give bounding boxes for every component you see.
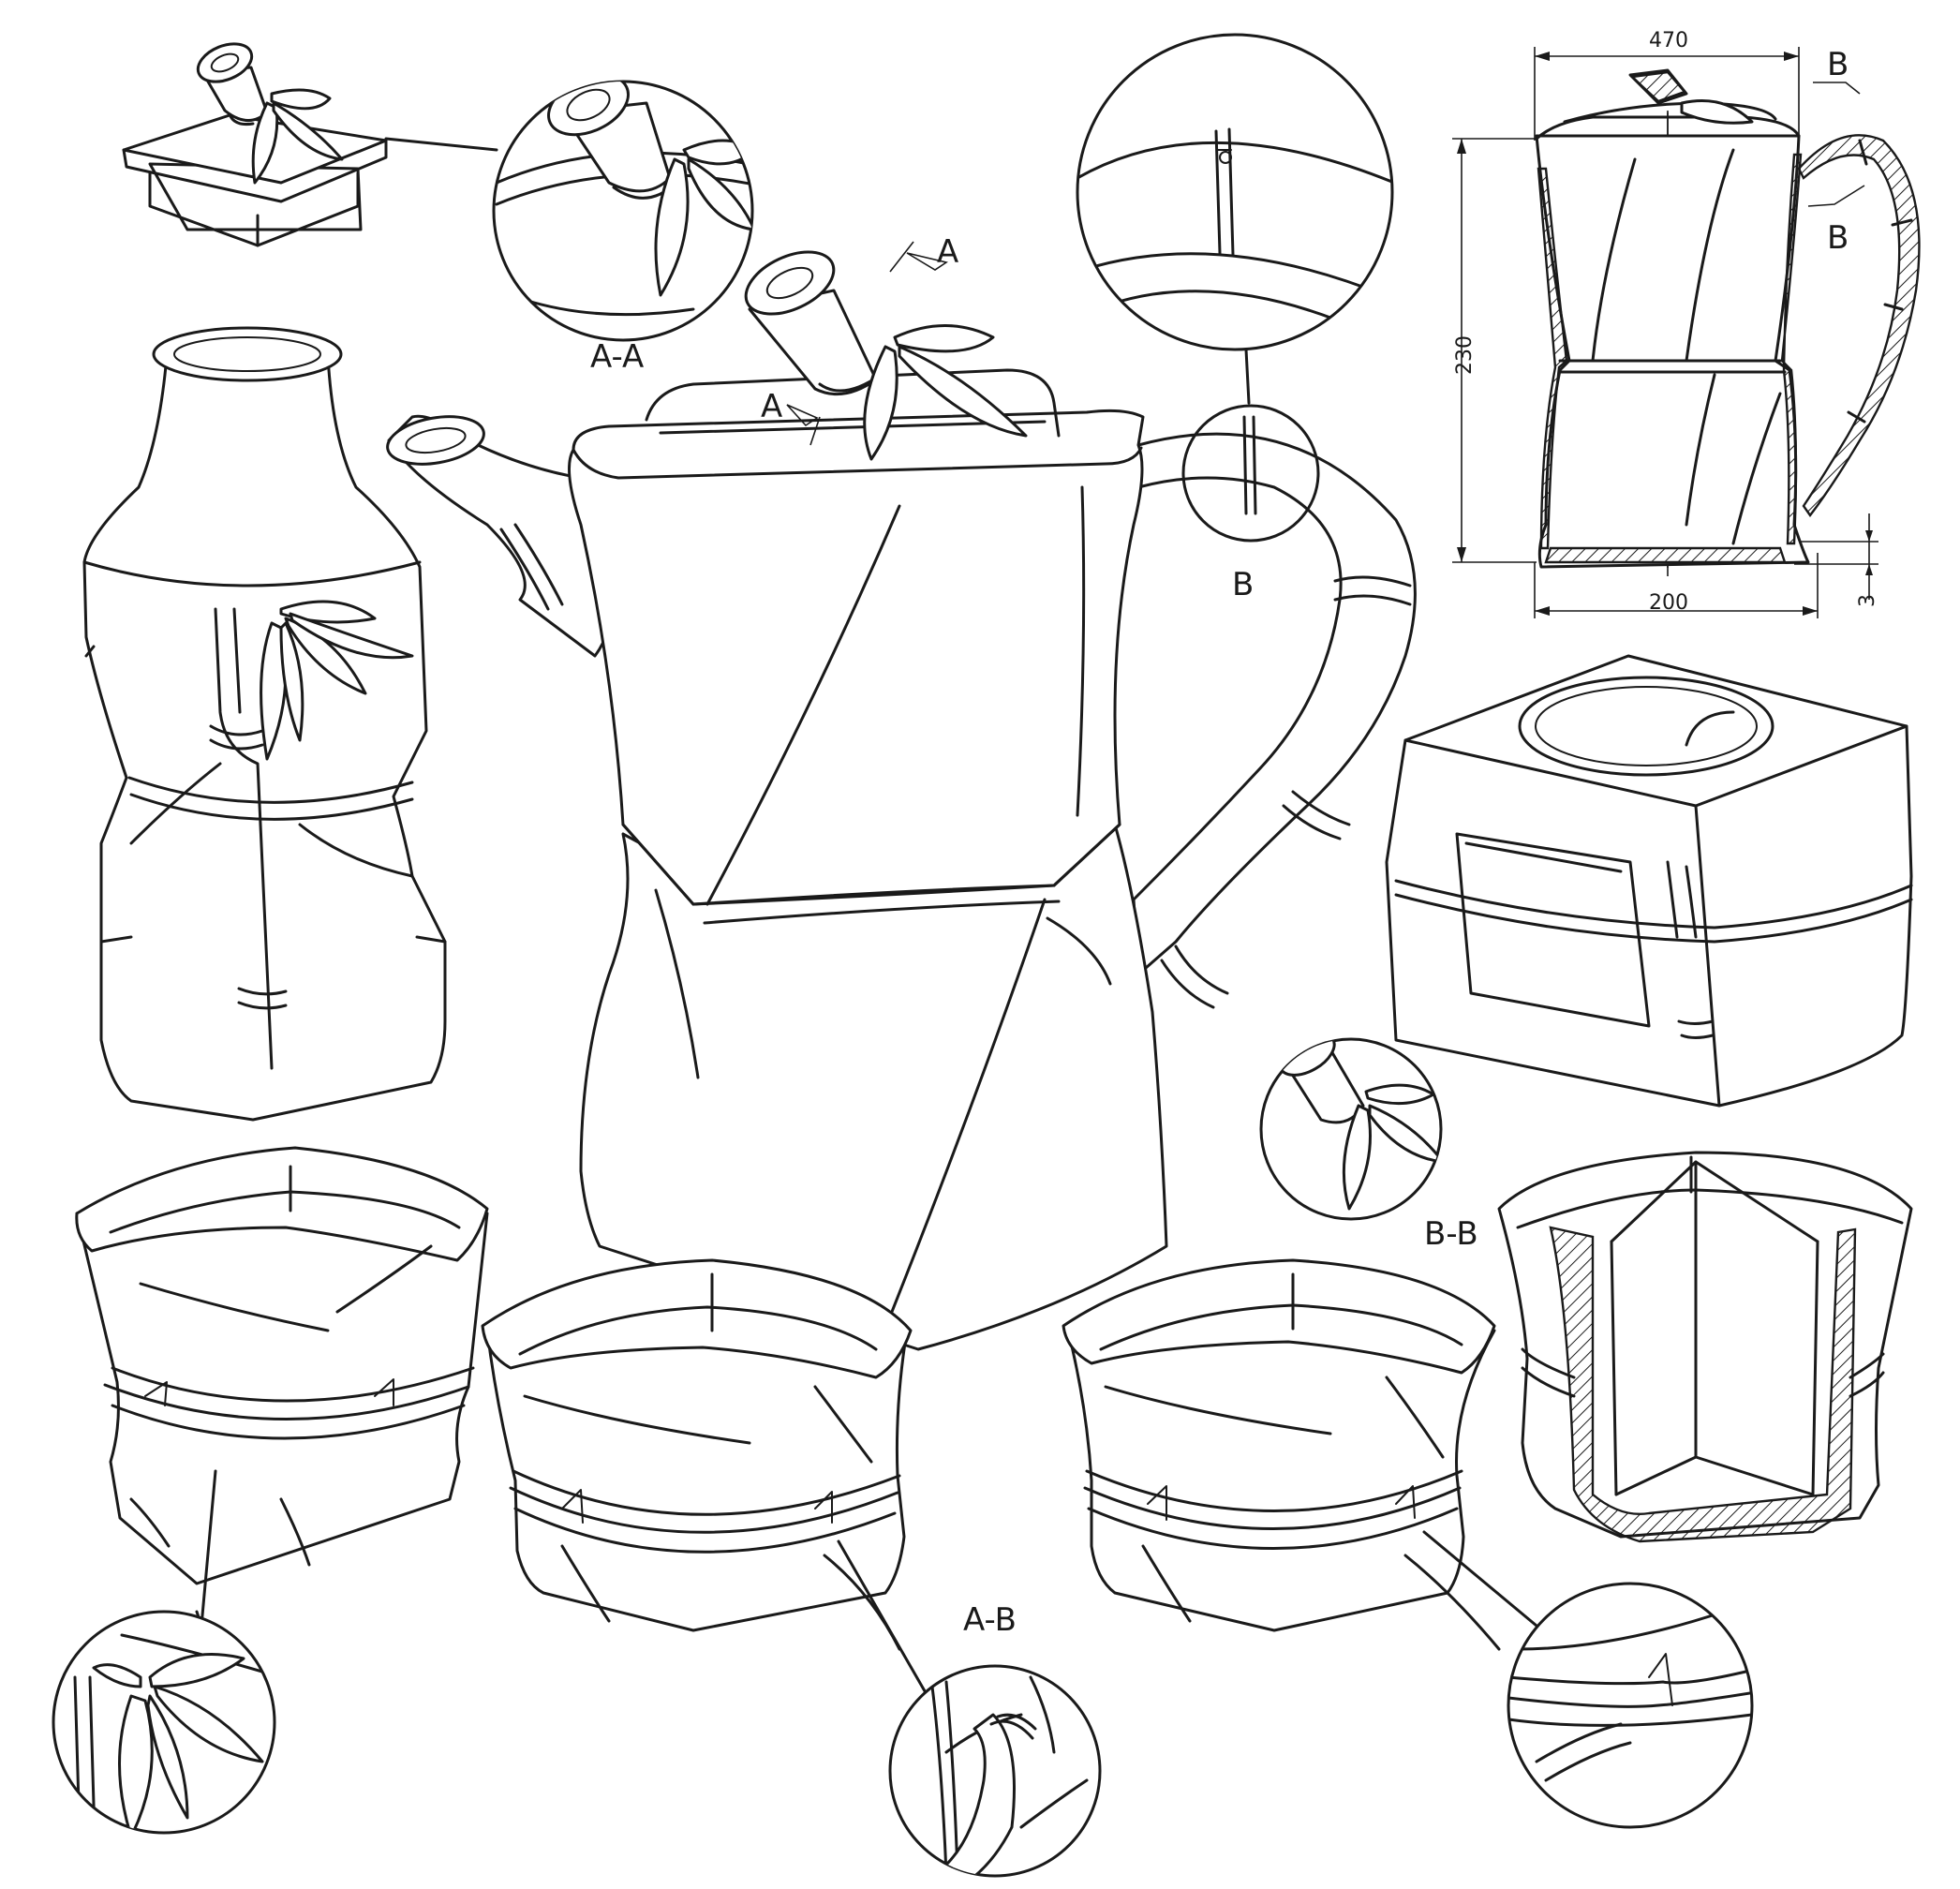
cup-2-illustration	[481, 1258, 913, 1651]
leader-line-joint	[1244, 348, 1251, 405]
cut-mark-a-upper	[889, 241, 914, 273]
section-drawing: 470 230 200 3	[1452, 29, 1921, 618]
cup-4-section-illustration	[1497, 1151, 1913, 1543]
label-section-ab: A-B	[963, 1601, 1017, 1639]
dim-height: 230	[1453, 335, 1477, 375]
detail-circle-b	[1181, 404, 1320, 543]
label-section-bb: B-B	[1424, 1215, 1478, 1253]
dim-width-bottom: 200	[1649, 591, 1688, 615]
label-cut-a-lower: A	[761, 388, 782, 425]
lid-illustration	[122, 42, 388, 247]
dim-base-thickness: 3	[1856, 594, 1879, 607]
leader-line-lid	[384, 137, 498, 152]
cup-1-illustration	[75, 1146, 489, 1628]
cup-3-illustration	[1062, 1258, 1501, 1651]
detail-circle-leaf-knob	[1259, 1037, 1443, 1221]
detail-circle-leaf	[52, 1610, 276, 1835]
leader-line-cup2	[837, 1539, 929, 1698]
leader-line-cup3	[1422, 1530, 1538, 1628]
warmer-stand-illustration	[1385, 654, 1913, 1108]
detail-circle-joint-ab	[888, 1664, 1102, 1878]
label-section-aa: A-A	[590, 338, 644, 376]
detail-circle-ridge	[1507, 1582, 1754, 1829]
detail-circle-knob	[492, 80, 754, 342]
label-detail-b: B	[1232, 566, 1254, 603]
label-cut-b-lower: B	[1827, 219, 1849, 257]
label-cut-b-upper: B	[1827, 46, 1849, 83]
cut-mark-a-lower	[809, 416, 821, 446]
bottle-vase-illustration	[82, 326, 447, 1122]
dim-width-top: 470	[1649, 29, 1688, 52]
detail-circle-joint	[1076, 33, 1394, 351]
teapot-main-illustration	[386, 250, 1417, 1351]
label-cut-a-upper: A	[937, 233, 958, 271]
